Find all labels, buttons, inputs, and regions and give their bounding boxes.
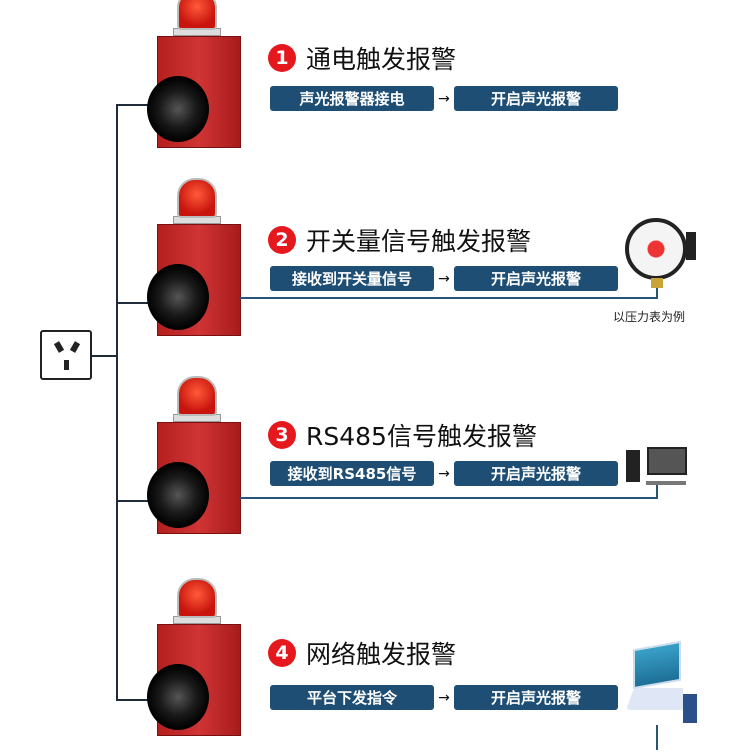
flow: 平台下发指令→开启声光报警 (270, 685, 618, 710)
pressure-gauge-icon (625, 218, 687, 280)
signal-line (656, 725, 658, 750)
step-badge: 3 (268, 421, 296, 449)
flow: 接收到开关量信号→开启声光报警 (270, 266, 618, 291)
sound-light-alarm (145, 376, 250, 551)
arrow-icon: → (438, 689, 450, 706)
trigger-step: 声光报警器接电 (270, 86, 434, 111)
section-title: 1 通电触发报警 (268, 40, 456, 76)
signal-line (240, 297, 658, 299)
signal-line (240, 497, 658, 499)
sound-light-alarm (145, 0, 250, 165)
computer-monitor-icon (647, 447, 687, 475)
section-title: 2 开关量信号触发报警 (268, 222, 531, 258)
computer-tower-icon (626, 450, 640, 482)
branch-wire (116, 500, 156, 502)
branch-wire (116, 699, 156, 701)
section-title: 3 RS485信号触发报警 (268, 417, 537, 453)
flow: 接收到RS485信号→开启声光报警 (270, 461, 618, 486)
trigger-step: 接收到开关量信号 (270, 266, 434, 291)
speaker-horn-icon (147, 264, 209, 330)
gauge-fitting (651, 278, 663, 288)
power-socket-icon (40, 330, 92, 380)
result-step: 开启声光报警 (454, 86, 618, 111)
arrow-icon: → (438, 270, 450, 287)
flow: 声光报警器接电→开启声光报警 (270, 86, 618, 111)
title-text: RS485信号触发报警 (306, 422, 537, 451)
keyboard-icon (646, 481, 686, 485)
person-icon (683, 665, 697, 723)
step-badge: 2 (268, 226, 296, 254)
device-caption: 以压力表为例 (613, 310, 686, 324)
sound-light-alarm (145, 178, 250, 353)
title-text: 网络触发报警 (306, 640, 457, 669)
speaker-horn-icon (147, 76, 209, 142)
trigger-step: 平台下发指令 (270, 685, 434, 710)
socket-wire (92, 355, 117, 357)
sound-light-alarm (145, 578, 250, 753)
title-text: 开关量信号触发报警 (306, 227, 532, 256)
step-badge: 4 (268, 639, 296, 667)
speaker-horn-icon (147, 462, 209, 528)
section-title: 4 网络触发报警 (268, 635, 456, 671)
arrow-icon: → (438, 465, 450, 482)
branch-wire (116, 302, 156, 304)
speaker-horn-icon (147, 664, 209, 730)
network-platform-icon (633, 640, 681, 690)
result-step: 开启声光报警 (454, 461, 618, 486)
signal-line (656, 485, 658, 499)
gauge-bracket (686, 232, 696, 260)
main-wire (116, 104, 118, 701)
step-badge: 1 (268, 44, 296, 72)
branch-wire (116, 104, 156, 106)
trigger-step: 接收到RS485信号 (270, 461, 434, 486)
title-text: 通电触发报警 (306, 45, 457, 74)
result-step: 开启声光报警 (454, 685, 618, 710)
arrow-icon: → (438, 90, 450, 107)
result-step: 开启声光报警 (454, 266, 618, 291)
signal-line (656, 285, 658, 299)
